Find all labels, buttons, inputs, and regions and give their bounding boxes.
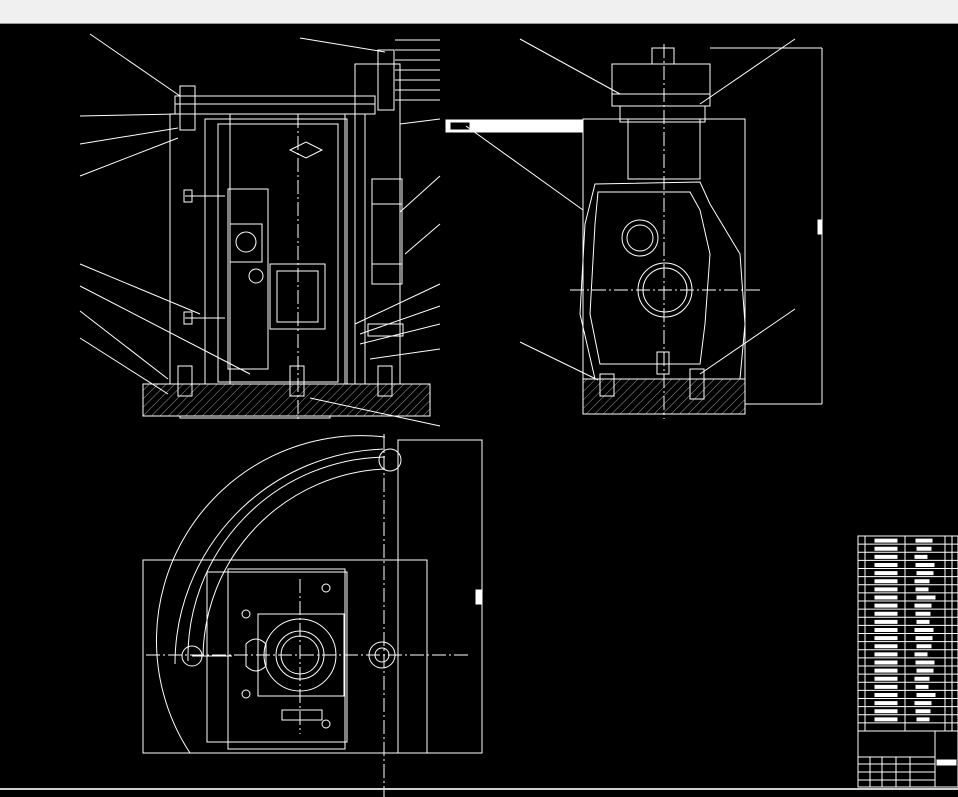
parts-list-cell-text: [916, 546, 932, 551]
parts-list-cell-text: [915, 660, 935, 665]
top-view-base: [142, 559, 428, 754]
parts-list-cell-text: [874, 676, 898, 681]
parts-list-cell-text: [874, 628, 898, 632]
parts-list-cell-text: [874, 554, 898, 559]
parts-list-cell-text: [915, 709, 931, 714]
parts-list-cell-text: [874, 563, 898, 567]
parts-list-cell-text: [874, 546, 898, 551]
parts-list-cell-text: [916, 717, 930, 722]
parts-list-cell-text: [874, 611, 898, 616]
parts-list-table: [857, 535, 958, 732]
parts-list-cell-text: [916, 668, 934, 673]
top-view-frame-right: [397, 439, 483, 754]
parts-list-cell-text: [874, 619, 898, 624]
toolbar: [0, 0, 958, 24]
left-column: [169, 113, 231, 385]
parts-list-cell-text: [915, 538, 933, 543]
status-strip: [0, 788, 958, 790]
cylinder: [371, 178, 403, 285]
parts-list-cell-text: [915, 684, 929, 689]
parts-list-cell-text: [914, 628, 934, 632]
parts-list-cell-text: [915, 587, 929, 592]
parts-list-cell-text: [914, 554, 928, 559]
parts-list-cell-text: [916, 571, 934, 576]
title-block: [857, 730, 958, 788]
parts-list-cell-text: [874, 538, 898, 543]
top-plate: [174, 95, 376, 115]
parts-list-cell-text: [874, 717, 898, 722]
parts-list-cell-text: [914, 603, 932, 608]
side-view: [445, 38, 823, 419]
parts-list-cell-text: [914, 652, 928, 657]
parts-list-cell-text: [916, 619, 930, 624]
parts-list-cell-text: [874, 701, 898, 706]
parts-list-cell-text: [916, 595, 936, 600]
parts-list-cell-text: [914, 701, 932, 706]
parts-list-cell-text: [874, 571, 898, 576]
parts-list-cell-text: [916, 693, 936, 697]
parts-list-cell-text: [914, 676, 930, 681]
parts-list-cell-text: [874, 652, 898, 657]
parts-list-cell-text: [874, 636, 898, 641]
parts-list-cell-text: [874, 684, 898, 689]
parts-list-cell-text: [874, 668, 898, 673]
parts-list-cell-text: [916, 644, 932, 649]
front-view: [142, 49, 431, 419]
parts-list-cell-text: [914, 579, 930, 584]
parts-list-cell-text: [915, 636, 933, 641]
parts-list-cell-text: [874, 587, 898, 592]
parts-list-cell-text: [874, 644, 898, 649]
drawing-canvas[interactable]: [0, 24, 958, 797]
parts-list-cell-text: [874, 709, 898, 714]
leaders-front: [79, 33, 441, 427]
parts-list-cell-text: [874, 603, 898, 608]
parts-list-cell-text: [874, 693, 898, 697]
top-view: [142, 434, 483, 797]
parts-list-cell-text: [874, 660, 898, 665]
parts-list-cell-text: [915, 611, 931, 616]
parts-list-cell-text: [874, 595, 898, 600]
parts-list-cell-text: [915, 563, 935, 567]
side-top-plate: [611, 63, 711, 107]
parts-list-cell-text: [874, 579, 898, 584]
